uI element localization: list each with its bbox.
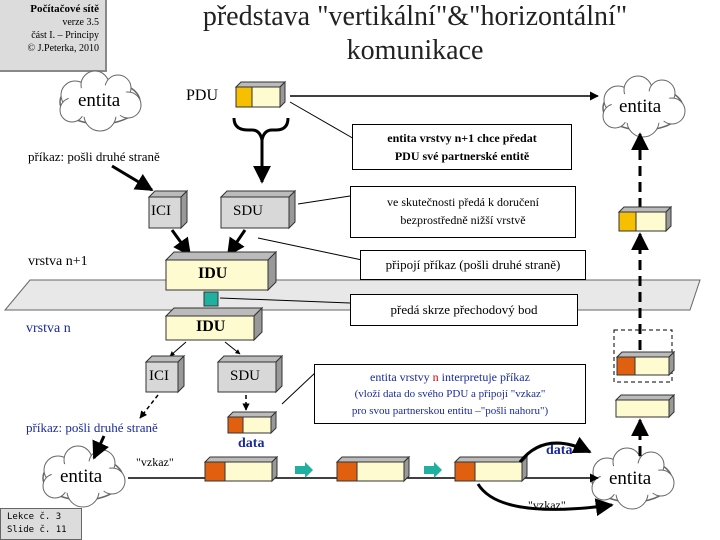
layer-label-lower: vrstva n [26, 321, 71, 336]
entity-cloud-bottom-right [591, 447, 675, 510]
curve-arrow-vzkaz [476, 483, 614, 517]
entity-label-top-right: entita [619, 96, 662, 117]
entity-label-bottom-left: entita [60, 466, 103, 487]
block-right-bottom [614, 393, 676, 419]
curve-arrow-data [518, 436, 592, 463]
ici-box-upper [147, 189, 189, 230]
note-5-line-2: (vloží data do svého PDU a připojí "vzka… [354, 388, 546, 400]
author-label: © J.Peterka, 2010 [27, 43, 99, 54]
pdu-label: PDU [186, 87, 219, 104]
entity-label-top-left: entita [78, 90, 121, 111]
command-label-upper: příkaz: pošli druhé straně [28, 149, 160, 164]
note-4-text: předá skrze přechodový bod [390, 302, 538, 317]
layer-label-upper: vrstva n+1 [28, 254, 88, 269]
slide-number: Slide č. 11 [7, 525, 67, 535]
leader-n5 [281, 371, 317, 405]
course-name: Počítačové sítě [30, 3, 99, 15]
command-label-lower: příkaz: pošli druhé straně [26, 420, 158, 435]
teal-arrow-1 [295, 462, 313, 478]
note-entity-wants-send: entita vrstvy n+1 chce předat PDU své pa… [352, 124, 572, 170]
lecture-number: Lekce č. 3 [7, 512, 62, 522]
entity-cloud-top-right [602, 75, 686, 138]
arrow-idu-to-sdu [224, 341, 241, 355]
leader-n4 [219, 297, 351, 304]
arrow-ici-to-command [139, 394, 159, 419]
transition-point [203, 291, 219, 307]
pdu-block-lower-middle [226, 410, 278, 435]
note-actually-passes: ve skutečnosti předá k doručení bezprost… [350, 186, 576, 238]
arrow-idu-to-ici [169, 341, 187, 357]
entity-label-bottom-right: entita [609, 468, 652, 489]
note-attach-command: připojí příkaz (pošli druhé straně) [360, 250, 586, 280]
note-1-line-1: entita vrstvy n+1 chce předat [387, 131, 537, 145]
leader-n1 [289, 101, 357, 141]
sdu-box-upper [219, 189, 297, 230]
note-5-text-a: entita vrstvy [370, 370, 430, 384]
arrow-ici-to-idu [170, 229, 192, 257]
sdu-box-lower [216, 354, 284, 394]
note-5-text-n: n [432, 370, 439, 384]
pdu-block-bottom-2 [335, 455, 411, 483]
pdu-block-bottom-3 [453, 455, 529, 483]
arrow-command-to-ici [111, 164, 154, 192]
ici-box-lower [144, 354, 186, 394]
message-label-left: "vzkaz" [136, 455, 174, 469]
message-label-right: "vzkaz" [528, 498, 566, 512]
pdu-block-right-upper [617, 205, 673, 233]
data-label-right: data [546, 443, 573, 458]
idu-box-lower [164, 306, 264, 342]
idu-label-upper: IDU [198, 265, 228, 282]
ici-label-upper: ICI [151, 203, 171, 219]
note-5-line-1: entita vrstvy n interpretuje příkaz [315, 369, 585, 386]
leader-n3 [257, 237, 363, 261]
idu-label-lower: IDU [196, 318, 226, 335]
sdu-label-lower: SDU [230, 368, 261, 384]
course-header: Počítačové sítě verze 3.5 část I. – Prin… [0, 0, 107, 72]
pdu-block-top [234, 80, 287, 109]
note-2-line-2: bezprostředně nižší vrstvě [400, 213, 526, 227]
arrow-sdu-to-idu [226, 229, 247, 257]
arrow-command-to-entity [92, 435, 109, 460]
title-line-2: komunikace [346, 35, 484, 66]
data-label-left: data [238, 436, 265, 451]
slide-title: představa "vertikální"&"horizontální" ko… [110, 0, 720, 72]
slide-footer: Lekce č. 3 Slide č. 11 [0, 508, 82, 540]
brace-pdu [232, 117, 290, 141]
idu-box-upper [164, 250, 278, 292]
sdu-label-upper: SDU [233, 203, 264, 219]
leader-n2 [297, 195, 351, 205]
pdu-block-bottom-1 [203, 455, 279, 483]
part-label: část I. – Principy [31, 30, 99, 41]
teal-arrow-2 [424, 462, 442, 478]
ici-label-lower: ICI [149, 368, 169, 384]
entity-cloud-top-left [59, 70, 142, 132]
note-5-line-3: pro svou partnerskou entitu –"pošli naho… [351, 405, 549, 417]
version-label: verze 3.5 [62, 17, 99, 28]
note-transition-point: předá skrze přechodový bod [350, 294, 578, 326]
note-5-text-b: interpretuje příkaz [441, 370, 530, 384]
pdu-block-right-lower [615, 350, 676, 377]
note-2-line-1: ve skutečnosti předá k doručení [387, 195, 539, 209]
note-1-line-2: PDU své partnerské entitě [394, 149, 530, 163]
title-line-1: představa "vertikální"&"horizontální" [202, 1, 628, 32]
note-entity-interprets: entita vrstvy n interpretuje příkaz (vlo… [314, 364, 586, 424]
note-3-text: připojí příkaz (pošli druhé straně) [385, 257, 561, 272]
